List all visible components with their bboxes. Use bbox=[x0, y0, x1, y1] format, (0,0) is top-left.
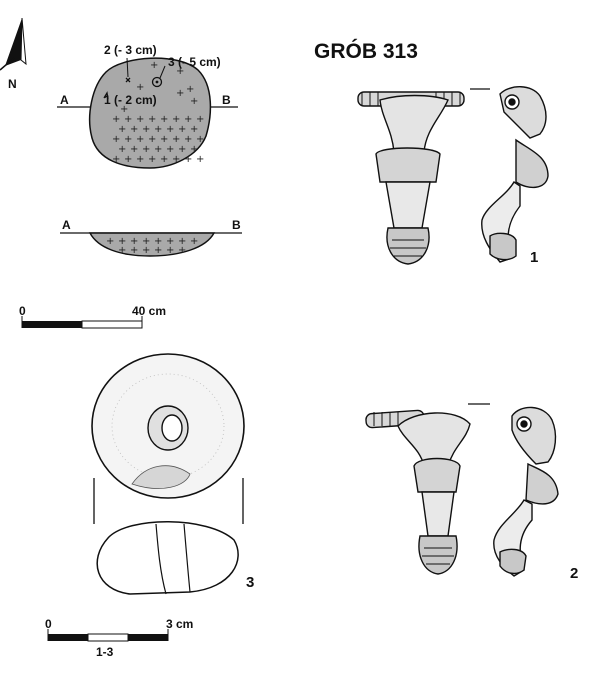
plus-marker: + bbox=[148, 154, 156, 165]
fill-markers: ++++++++++++++ bbox=[106, 236, 198, 256]
page-title: GRÓB 313 bbox=[314, 39, 418, 63]
plus-marker: + bbox=[166, 124, 174, 135]
north-arrow-icon bbox=[0, 17, 27, 71]
plus-marker: + bbox=[136, 154, 144, 165]
scale-finds-end: 3 cm bbox=[166, 617, 193, 631]
plus-marker: + bbox=[142, 236, 150, 247]
find-marker bbox=[151, 76, 163, 88]
plus-marker: + bbox=[196, 134, 204, 145]
plus-marker: + bbox=[190, 96, 198, 107]
artifact-number-2: 2 bbox=[570, 565, 578, 582]
scale-finds-start: 0 bbox=[45, 617, 52, 631]
plan-label-b: B bbox=[222, 93, 231, 107]
plus-marker: + bbox=[112, 114, 120, 125]
plus-marker: + bbox=[136, 134, 144, 145]
plus-marker: + bbox=[166, 144, 174, 155]
plus-marker: + bbox=[178, 144, 186, 155]
find-label: 2 (- 3 cm) bbox=[104, 43, 157, 57]
find-label: 1 (- 2 cm) bbox=[104, 93, 157, 107]
plus-marker: + bbox=[186, 84, 194, 95]
plus-marker: + bbox=[112, 134, 120, 145]
plus-marker: + bbox=[118, 236, 126, 247]
north-label: N bbox=[8, 77, 17, 91]
plus-marker: + bbox=[190, 236, 198, 247]
fill-markers: ++++++++++++++++++++++++++++++++++++++++… bbox=[112, 60, 204, 165]
plus-marker: + bbox=[150, 60, 158, 71]
plus-marker: + bbox=[118, 124, 126, 135]
plus-marker: + bbox=[154, 236, 162, 247]
scale-finds-caption: 1-3 bbox=[96, 645, 114, 659]
brooch-1-side-drawing bbox=[481, 86, 549, 263]
find-marker bbox=[125, 77, 131, 83]
plus-marker: + bbox=[154, 245, 162, 256]
plus-marker: + bbox=[142, 144, 150, 155]
plus-marker: + bbox=[160, 114, 168, 125]
plus-marker: + bbox=[166, 245, 174, 256]
section-label-a: A bbox=[62, 218, 71, 232]
plan-label-a: A bbox=[60, 93, 69, 107]
plus-marker: + bbox=[160, 154, 168, 165]
plus-marker: + bbox=[130, 236, 138, 247]
spindle-whorl-section bbox=[96, 521, 239, 595]
plus-marker: + bbox=[190, 144, 198, 155]
plus-marker: + bbox=[130, 245, 138, 256]
plus-marker: + bbox=[166, 236, 174, 247]
plus-marker: + bbox=[124, 134, 132, 145]
plus-marker: + bbox=[130, 144, 138, 155]
brooch-2-side-drawing bbox=[493, 406, 559, 577]
plus-marker: + bbox=[184, 134, 192, 145]
grave-plan: ++++++++++++++++++++++++++++++++++++++++… bbox=[57, 57, 238, 169]
plus-marker: + bbox=[124, 154, 132, 165]
artifact-number-1: 1 bbox=[530, 249, 538, 266]
brooch-2-front-drawing bbox=[365, 409, 471, 575]
plus-marker: + bbox=[178, 124, 186, 135]
plus-marker: + bbox=[172, 114, 180, 125]
plus-marker: + bbox=[154, 124, 162, 135]
spindle-whorl-drawing bbox=[91, 353, 245, 499]
plus-marker: + bbox=[136, 82, 144, 93]
plus-marker: + bbox=[178, 245, 186, 256]
scale-bar-finds bbox=[47, 629, 169, 642]
plus-marker: + bbox=[106, 236, 114, 247]
plus-marker: + bbox=[130, 124, 138, 135]
plus-marker: + bbox=[184, 154, 192, 165]
plus-marker: + bbox=[190, 124, 198, 135]
plus-marker: + bbox=[136, 114, 144, 125]
plus-marker: + bbox=[184, 114, 192, 125]
scale-plan-end: 40 cm bbox=[132, 304, 166, 318]
grave-pit-outline bbox=[88, 57, 212, 169]
artifact-number-3: 3 bbox=[246, 574, 254, 591]
plus-marker: + bbox=[154, 144, 162, 155]
plus-marker: + bbox=[196, 114, 204, 125]
section-label-b: B bbox=[232, 218, 241, 232]
plus-marker: + bbox=[142, 124, 150, 135]
plus-marker: + bbox=[124, 114, 132, 125]
plus-marker: + bbox=[196, 154, 204, 165]
plus-marker: + bbox=[112, 154, 120, 165]
grave-section: ++++++++++++++ bbox=[60, 232, 242, 257]
plus-marker: + bbox=[120, 104, 128, 115]
find-marker bbox=[103, 91, 109, 100]
plus-marker: + bbox=[142, 245, 150, 256]
plus-marker: + bbox=[148, 114, 156, 125]
scale-plan-start: 0 bbox=[19, 304, 26, 318]
plus-marker: + bbox=[176, 66, 184, 77]
plus-marker: + bbox=[148, 134, 156, 145]
plus-marker: + bbox=[118, 144, 126, 155]
plus-marker: + bbox=[172, 134, 180, 145]
plus-marker: + bbox=[176, 88, 184, 99]
scale-bar-plan bbox=[21, 316, 143, 329]
plus-marker: + bbox=[160, 134, 168, 145]
plus-marker: + bbox=[178, 236, 186, 247]
plus-marker: + bbox=[172, 154, 180, 165]
brooch-1-front-drawing bbox=[357, 91, 465, 265]
plus-marker: + bbox=[118, 245, 126, 256]
find-label: 3 (- 5 cm) bbox=[168, 55, 221, 69]
section-profile bbox=[88, 232, 216, 257]
